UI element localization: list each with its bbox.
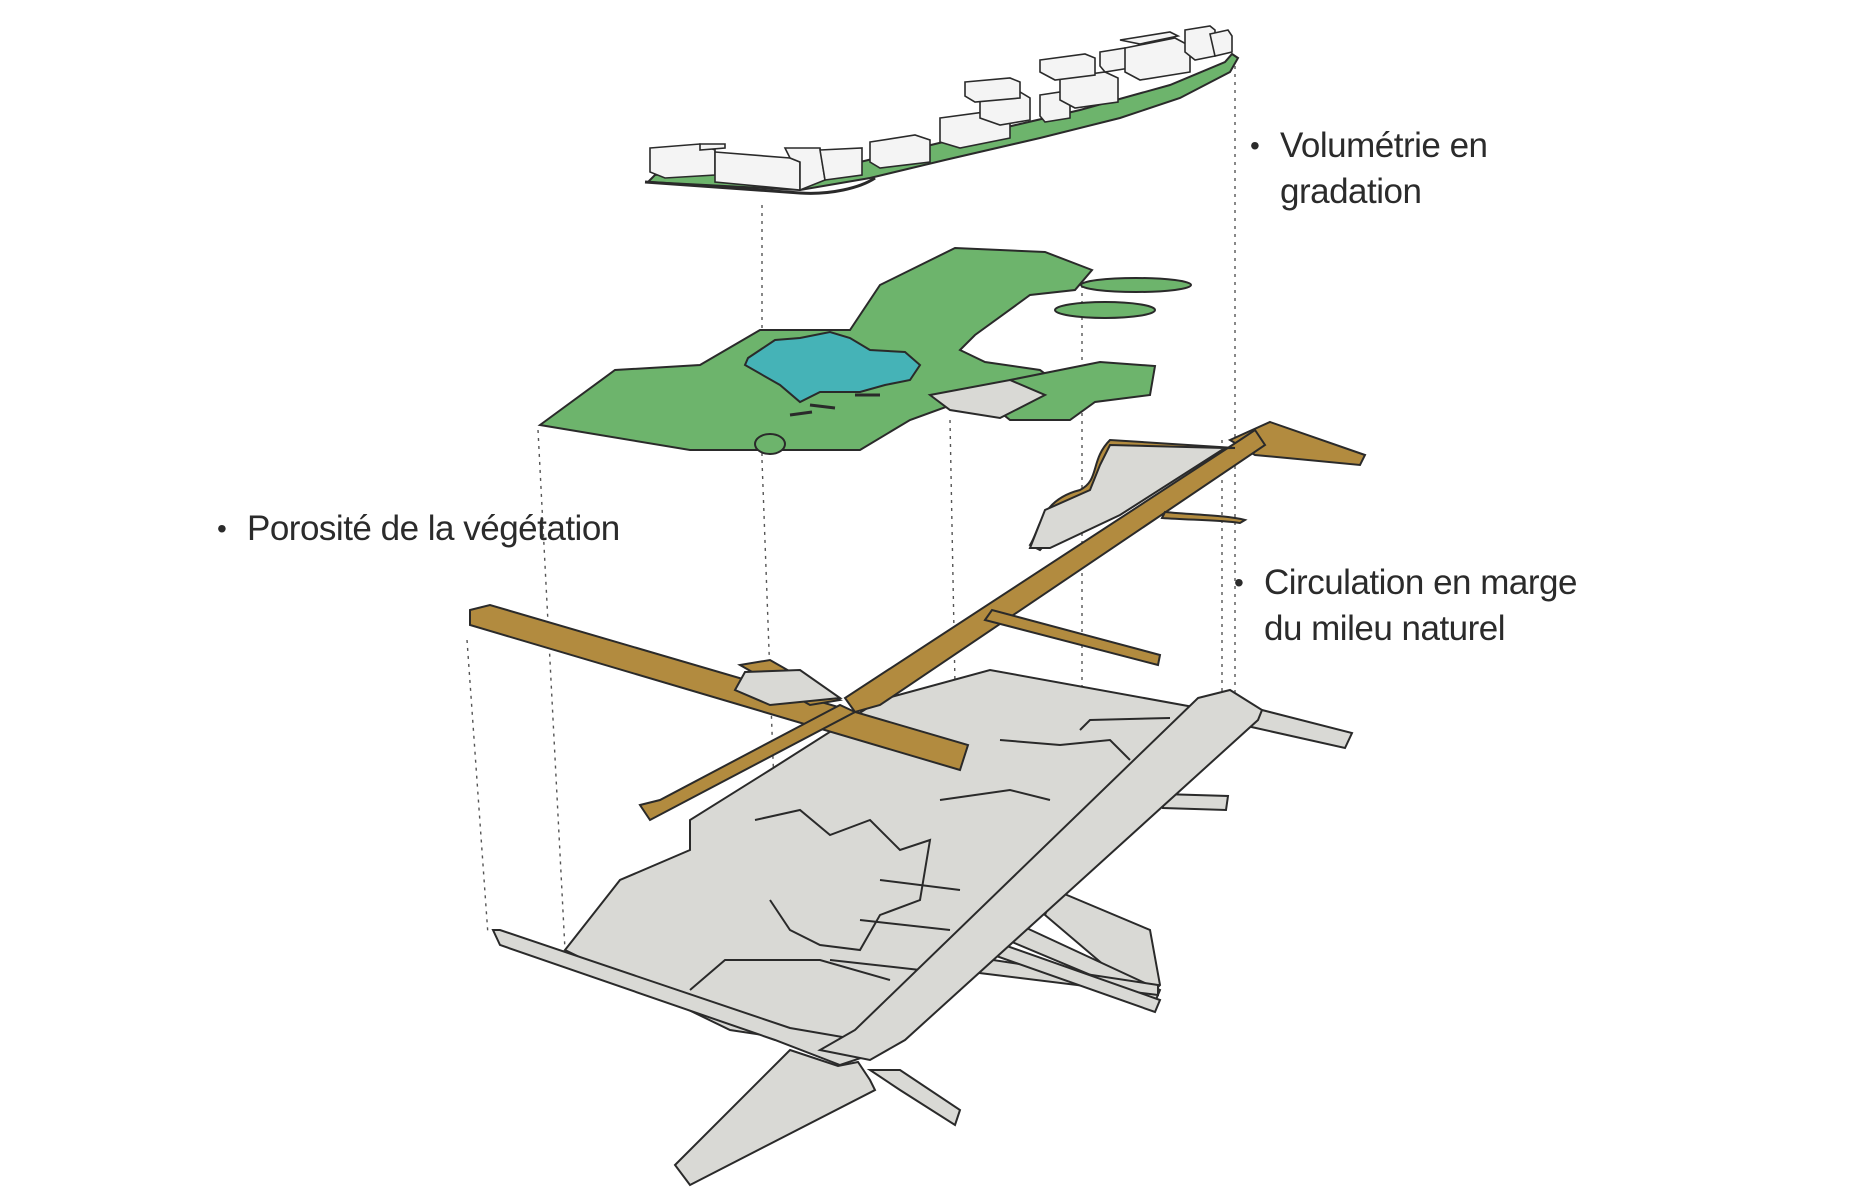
buildings-layer (644, 25, 1240, 195)
circulation-ground-patch (1028, 443, 1229, 549)
building (964, 77, 1021, 103)
vegetation-patch (1080, 277, 1192, 293)
building (1039, 53, 1096, 81)
label-circulation-en-marge: • Circulation en marge du mileu naturel (1234, 560, 1577, 652)
building (1124, 37, 1191, 81)
label-porosite-vegetation: • Porosité de la végétation (217, 506, 620, 552)
vegetation-patch (754, 433, 786, 455)
bullet: • (1234, 567, 1244, 598)
bullet: • (1250, 130, 1260, 161)
label-volumetrie-en-gradation: • Volumétrie en gradation (1250, 123, 1488, 215)
vegetation-layer (537, 246, 1192, 455)
main-street-diagonal (817, 688, 1264, 1062)
label-line: Volumétrie en (1280, 126, 1488, 165)
building (819, 147, 863, 181)
path-main-spine (843, 428, 1267, 714)
building (1184, 25, 1216, 61)
buildings-base-edge (644, 176, 876, 195)
vegetation-clearing (927, 378, 1048, 420)
circulation-layer (469, 420, 1367, 822)
building (783, 147, 826, 192)
ground-layer (491, 668, 1354, 1187)
street-intersection (673, 1048, 877, 1187)
label-line: Circulation en marge (1264, 563, 1577, 602)
circulation-ground-patch (733, 668, 843, 707)
path-lower-arm (638, 703, 858, 822)
building (869, 134, 931, 169)
parcel-lines (689, 717, 1171, 991)
vegetation-gaps (789, 393, 880, 417)
vegetation-patch (1054, 301, 1156, 319)
building (699, 143, 726, 151)
label-line: Porosité de la végétation (247, 509, 620, 548)
street-south (866, 1069, 962, 1127)
path-curve-branch (1160, 510, 1248, 525)
label-line: gradation (1280, 172, 1422, 211)
building-volumes (649, 25, 1233, 192)
path-branch-right (983, 608, 1162, 667)
bullet: • (217, 513, 227, 544)
label-line: du mileu naturel (1264, 609, 1506, 648)
building (1209, 29, 1233, 57)
water-body (743, 330, 922, 404)
building (1119, 31, 1181, 45)
path-left-arm (469, 603, 970, 772)
